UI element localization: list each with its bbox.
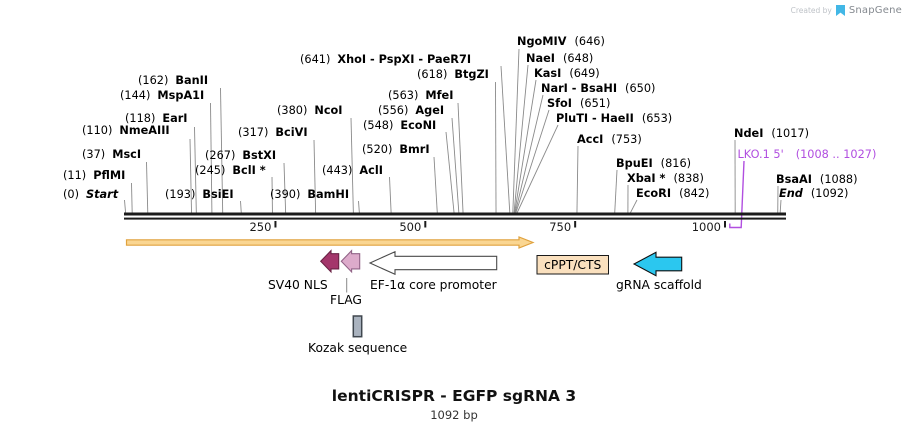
enzyme-label-xhoi-pspxi-paer7i: (641)XhoI - PspXI - PaeR7I bbox=[300, 53, 471, 66]
feature-ef1a-core-promoter bbox=[368, 250, 498, 276]
enzyme-label-pluti-haeii: PluTI - HaeII(653) bbox=[556, 112, 672, 125]
enzyme-label-acci: AccI(753) bbox=[577, 133, 642, 146]
ruler-label-500: 500 bbox=[399, 220, 421, 234]
feature-construct-arrow bbox=[125, 236, 535, 249]
feature-kozak-sequence bbox=[352, 315, 363, 338]
enzyme-line-nmeaiii bbox=[189, 138, 192, 214]
enzyme-line-agei bbox=[451, 117, 460, 214]
enzyme-label-bstxi: (267)BstXI bbox=[205, 149, 276, 162]
enzyme-line-ncoi bbox=[350, 117, 354, 214]
enzyme-label-bmri: (520)BmrI bbox=[362, 143, 430, 156]
watermark-brand-text: SnapGene bbox=[848, 5, 902, 16]
enzyme-label-bsaai: BsaAI(1088) bbox=[776, 173, 857, 186]
feature-sv40-nls bbox=[319, 249, 340, 274]
ruler-tick-500 bbox=[424, 221, 427, 228]
watermark: Created by SnapGene bbox=[791, 5, 902, 16]
enzyme-line-pflmi bbox=[131, 182, 133, 214]
enzyme-label-nmeaiii: (110)NmeAIII bbox=[82, 124, 170, 137]
enzyme-label-agei: (556)AgeI bbox=[378, 104, 444, 117]
enzyme-label-eari: (118)EarI bbox=[125, 112, 188, 125]
enzyme-label-start: (0)Start bbox=[63, 188, 119, 201]
enzyme-label-mfei: (563)MfeI bbox=[388, 89, 453, 102]
feature-label-cppt-cts: cPPT/CTS bbox=[544, 258, 601, 272]
enzyme-label-sfoi: SfoI(651) bbox=[547, 97, 610, 110]
enzyme-line-nari-bsahi bbox=[514, 94, 544, 214]
ruler-label-750: 750 bbox=[549, 220, 571, 234]
enzyme-line-eari bbox=[194, 126, 197, 214]
plasmid-title: lentiCRISPR - EGFP sgRNA 3 bbox=[331, 387, 577, 405]
enzyme-label-bpuei: BpuEI(816) bbox=[616, 157, 691, 170]
enzyme-label-ecori: EcoRI(842) bbox=[636, 187, 709, 200]
enzyme-line-banii bbox=[220, 87, 224, 214]
enzyme-line-mfei bbox=[457, 102, 464, 214]
primer-label: LKO.1 5'(1008 .. 1027) bbox=[738, 148, 877, 161]
enzyme-label-pflmi: (11)PflMI bbox=[63, 169, 125, 182]
feature-label-grna-scaffold: gRNA scaffold bbox=[616, 278, 702, 292]
enzyme-label-ncoi: (380)NcoI bbox=[277, 104, 343, 117]
ruler-label-1000: 1000 bbox=[692, 220, 721, 234]
enzyme-label-econi: (548)EcoNI bbox=[363, 119, 436, 132]
enzyme-line-sfoi bbox=[515, 109, 550, 214]
enzyme-label-bcivi: (317)BciVI bbox=[238, 126, 308, 139]
enzyme-line-kasi bbox=[514, 79, 537, 214]
enzyme-line-bamhi bbox=[358, 200, 360, 214]
enzyme-line-xhoi-pspxi-paer7i bbox=[500, 65, 511, 214]
feature-label-ef1a-core-promoter: EF-1α core promoter bbox=[370, 278, 498, 292]
enzyme-label-ngomiv: NgoMIV(646) bbox=[517, 35, 605, 48]
enzyme-label-bcli-: (245)BclI * bbox=[195, 164, 266, 177]
enzyme-label-kasi: KasI(649) bbox=[534, 67, 600, 80]
primer-bracket bbox=[729, 160, 745, 229]
enzyme-label-bsiei: (193)BsiEI bbox=[165, 188, 234, 201]
enzyme-line-msci bbox=[146, 161, 149, 214]
plasmid-length: 1092 bp bbox=[430, 408, 478, 423]
enzyme-line-pluti-haeii bbox=[516, 124, 559, 214]
enzyme-line-end bbox=[779, 199, 782, 214]
enzyme-line-btgzi bbox=[495, 81, 497, 214]
enzyme-line-mspa1i bbox=[210, 102, 213, 214]
feature-grna-scaffold bbox=[632, 251, 683, 277]
enzyme-label-nari-bsahi: NarI - BsaHI(650) bbox=[541, 82, 655, 95]
enzyme-label-btgzi: (618)BtgZI bbox=[417, 68, 489, 81]
feature-label-sv40-nls: SV40 NLS bbox=[268, 278, 328, 292]
enzyme-line-ecori bbox=[629, 199, 638, 214]
feature-flag bbox=[340, 249, 361, 274]
snapgene-logo-icon bbox=[835, 5, 845, 16]
enzyme-line-bcivi bbox=[313, 139, 317, 214]
ruler-label-250: 250 bbox=[249, 220, 271, 234]
enzyme-line-start bbox=[124, 199, 127, 214]
feature-cppt-cts bbox=[536, 255, 609, 275]
ruler-tick-250 bbox=[274, 221, 277, 228]
enzyme-label-mspa1i: (144)MspA1I bbox=[120, 89, 204, 102]
enzyme-line-bmri bbox=[433, 156, 438, 214]
watermark-created-by-text: Created by bbox=[790, 6, 832, 15]
enzyme-line-naei bbox=[513, 64, 529, 214]
enzyme-line-acli bbox=[389, 176, 392, 214]
sequence-backbone-top bbox=[124, 212, 786, 216]
enzyme-line-acci bbox=[576, 145, 579, 214]
ruler-tick-1000 bbox=[724, 221, 726, 228]
enzyme-label-bamhi: (390)BamHI bbox=[270, 188, 349, 201]
enzyme-line-bsiei bbox=[240, 200, 242, 214]
enzyme-label-banii: (162)BanII bbox=[138, 74, 208, 87]
enzyme-label-xbai-: XbaI *(838) bbox=[627, 172, 704, 185]
title-block: lentiCRISPR - EGFP sgRNA 3 1092 bp bbox=[0, 387, 908, 423]
feature-label-flag: FLAG bbox=[330, 293, 362, 307]
enzyme-line-bstxi bbox=[283, 162, 287, 214]
enzyme-label-ndei: NdeI(1017) bbox=[734, 127, 809, 140]
ruler-tick-750 bbox=[574, 221, 577, 228]
enzyme-line-econi bbox=[445, 131, 455, 214]
enzyme-label-acli: (443)AclI bbox=[322, 164, 383, 177]
sequence-backbone-bottom bbox=[124, 217, 786, 220]
enzyme-label-naei: NaeI(648) bbox=[526, 52, 593, 65]
enzyme-label-end: End(1092) bbox=[779, 187, 848, 200]
feature-label-kozak-sequence: Kozak sequence bbox=[308, 341, 407, 355]
enzyme-line-bpuei bbox=[614, 169, 618, 214]
enzyme-line-ngomiv bbox=[512, 48, 520, 214]
enzyme-label-msci: (37)MscI bbox=[82, 148, 141, 161]
